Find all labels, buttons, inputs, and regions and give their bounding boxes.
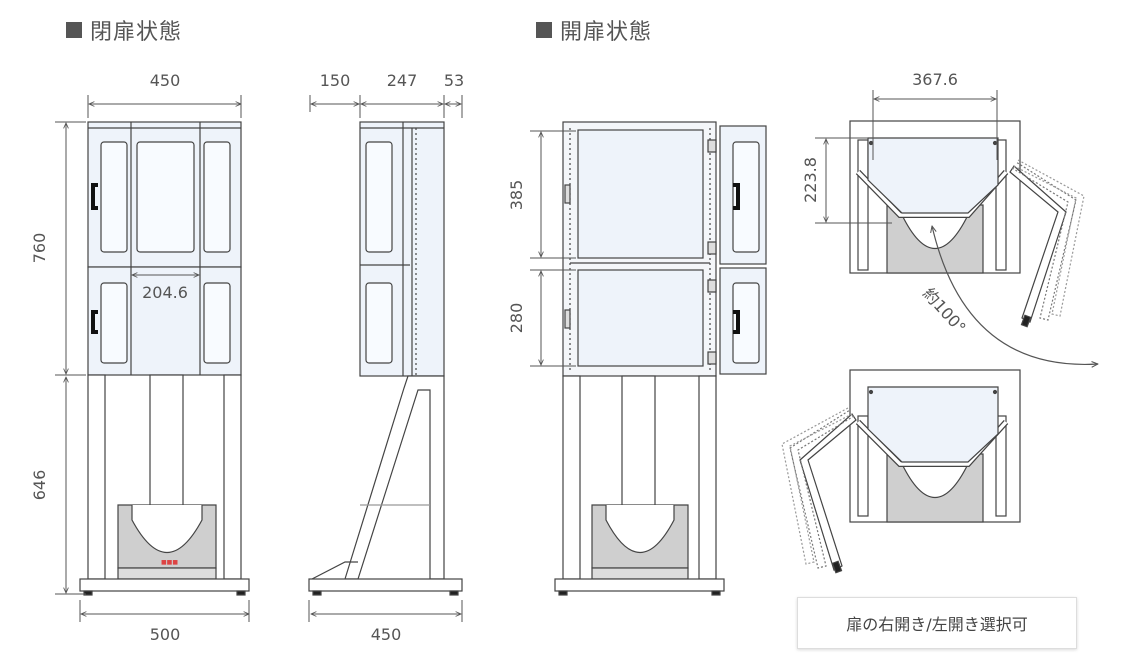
dim-plan-width: 367.6	[912, 70, 958, 89]
open-compartment-lower	[577, 269, 704, 367]
side-base	[308, 578, 463, 592]
front-window-right-lower	[203, 282, 231, 364]
open-door-handle-lower	[733, 310, 740, 334]
dim-upper-height: 385	[507, 180, 526, 211]
open-door-window-upper	[732, 141, 760, 253]
open-front-view	[554, 121, 767, 596]
dim-stand-height: 646	[30, 470, 49, 501]
front-handle-upper	[91, 183, 98, 210]
square-bullet-icon	[66, 22, 82, 38]
dim-base-width: 500	[150, 625, 181, 644]
front-window-left-upper	[100, 141, 128, 253]
open-compartment-upper	[577, 129, 704, 259]
plan-compartment-bottom	[867, 386, 999, 463]
dim-side-depth-2: 247	[387, 71, 418, 90]
open-leg-right	[698, 375, 717, 580]
dim-side-base-width: 450	[371, 625, 402, 644]
front-window-right-upper	[203, 141, 231, 253]
door-direction-note: 扉の右開き/左開き選択可	[797, 597, 1077, 649]
dim-side-depth-3: 53	[444, 71, 464, 90]
front-leg-left	[87, 374, 106, 580]
plan-view-left-door	[781, 369, 1021, 574]
front-handle-lower	[91, 310, 98, 334]
front-leg-right	[223, 374, 242, 580]
dim-lower-height: 280	[507, 303, 526, 334]
dim-side-depth-1: 150	[320, 71, 351, 90]
front-view: ■■■	[79, 121, 250, 596]
dim-plan-depth: 223.8	[801, 157, 820, 203]
side-view	[308, 121, 463, 596]
plan-compartment-top	[867, 137, 999, 214]
side-stand	[344, 375, 445, 580]
dim-cabinet-height: 760	[30, 233, 49, 264]
closed-state-title: 閉扉状態	[90, 20, 183, 45]
open-leg-left	[562, 375, 581, 580]
door-direction-note-text: 扉の右開き/左開き選択可	[846, 615, 1028, 634]
open-door-window-lower	[732, 282, 760, 364]
side-window-upper	[365, 141, 393, 253]
open-door-handle-upper	[733, 183, 740, 210]
dim-inner-width: 204.6	[142, 283, 188, 302]
closed-state-heading: 閉扉状態	[66, 14, 182, 46]
svg-text:■■■: ■■■	[161, 559, 178, 566]
square-bullet-icon	[536, 22, 552, 38]
dim-angle: 約100°	[919, 284, 970, 337]
open-base	[554, 578, 725, 592]
dim-front-width: 450	[150, 71, 181, 90]
front-window-left-lower	[100, 282, 128, 364]
side-window-lower	[365, 282, 393, 364]
plan-view-right-door	[849, 120, 1098, 364]
front-window-center	[136, 141, 195, 253]
open-state-title: 開扉状態	[560, 20, 653, 45]
plan-angle-arc	[932, 226, 1098, 364]
front-base	[79, 578, 250, 592]
open-state-heading: 開扉状態	[536, 14, 652, 46]
